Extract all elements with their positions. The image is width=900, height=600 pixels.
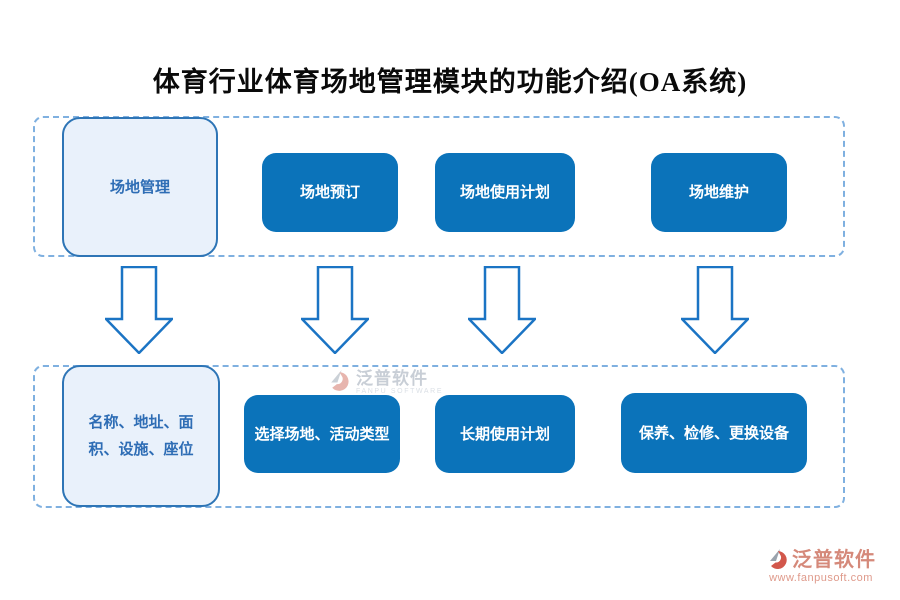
fanpu-logo-icon — [331, 370, 349, 391]
down-arrow-icon — [681, 266, 749, 354]
node-label: 场地维护 — [688, 184, 749, 201]
node-label: 选择场地、活动类型 — [254, 425, 390, 443]
node-label: 场地使用计划 — [459, 184, 550, 201]
node-booking-details: 选择场地、活动类型 — [244, 395, 400, 473]
node-label: 名称、地址、面积、设施、座位 — [88, 414, 194, 458]
node-label: 长期使用计划 — [459, 425, 550, 443]
fanpu-logo-icon — [770, 549, 787, 569]
node-venue-usage-plan: 场地使用计划 — [435, 153, 575, 232]
node-venue-maintenance: 场地维护 — [651, 153, 787, 232]
node-venue-attributes: 名称、地址、面积、设施、座位 — [62, 365, 220, 507]
node-long-term-plan: 长期使用计划 — [435, 395, 575, 473]
watermark-subtitle: FANPU SOFTWARE — [356, 388, 444, 395]
top-row-container — [33, 116, 845, 257]
down-arrow-icon — [105, 266, 173, 354]
node-label: 保养、检修、更换设备 — [638, 424, 789, 442]
node-maintenance-tasks: 保养、检修、更换设备 — [621, 393, 807, 473]
watermark-center: 泛普软件 FANPU SOFTWARE — [327, 369, 443, 396]
watermark-brand: 泛普软件 — [356, 369, 428, 388]
bottom-row-container — [33, 365, 845, 508]
node-venue-booking: 场地预订 — [262, 153, 398, 232]
node-venue-management: 场地管理 — [62, 117, 218, 257]
watermark-url: www.fanpusoft.com — [769, 572, 873, 584]
page-title: 体育行业体育场地管理模块的功能介绍(OA系统) — [152, 67, 748, 97]
node-label: 场地预订 — [299, 184, 360, 201]
node-label: 场地管理 — [109, 178, 170, 196]
down-arrow-icon — [468, 266, 536, 354]
watermark-corner: 泛普软件 www.fanpusoft.com — [766, 548, 876, 585]
down-arrow-icon — [301, 266, 369, 354]
watermark-brand: 泛普软件 — [792, 549, 876, 571]
